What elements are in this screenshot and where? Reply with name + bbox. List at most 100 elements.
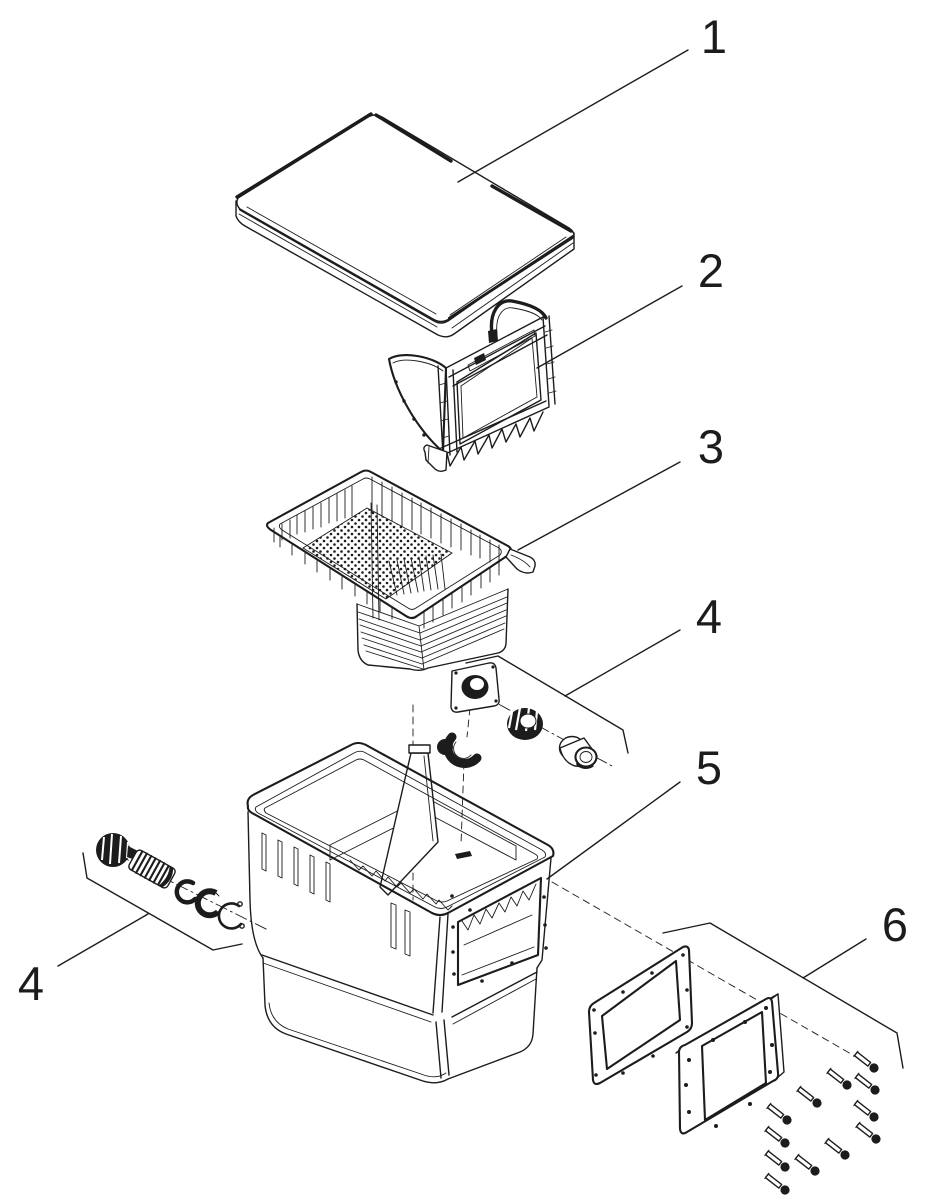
- screw: [794, 1153, 820, 1176]
- weir-teeth: [446, 411, 544, 467]
- weir-upright-ticks: [438, 382, 450, 439]
- body-rim-slot: [455, 851, 472, 859]
- body-rim-line2: [254, 750, 547, 909]
- lid-side-contour: [238, 213, 574, 329]
- fittings-axis: [479, 693, 613, 767]
- leader-5: [546, 781, 681, 880]
- screw: [764, 1172, 790, 1195]
- callout-2: 2: [698, 244, 724, 297]
- body-rim-line3: [263, 758, 539, 903]
- flange-assembly-axis: [460, 707, 471, 846]
- body-standpipe-line: [423, 755, 434, 842]
- basket-slats-back-right: [371, 476, 500, 567]
- part-3-basket: [265, 469, 536, 671]
- flange-bore: [469, 677, 485, 691]
- flange-hole-4: [454, 706, 458, 710]
- callout-3: 3: [698, 420, 724, 473]
- adapter-bore: [579, 751, 593, 763]
- drain-clip: [194, 888, 221, 919]
- nut-ribs: [507, 707, 539, 732]
- lid-side-face: [235, 200, 575, 338]
- callout-4-left: 4: [18, 957, 44, 1010]
- weir-clip: [474, 353, 486, 365]
- callout-5: 5: [696, 741, 722, 794]
- screw: [854, 1072, 880, 1095]
- basket-handle: [505, 548, 536, 574]
- leader-1: [457, 49, 689, 183]
- leader-4-right: [564, 629, 681, 697]
- basket-handle-line: [510, 554, 531, 568]
- leader-2: [536, 285, 683, 369]
- screw: [764, 1125, 790, 1148]
- part-4-skimmer-fittings: [437, 662, 613, 769]
- gasket: [587, 945, 694, 1086]
- gasket-opening: [600, 959, 682, 1071]
- screw: [826, 1067, 852, 1090]
- screw: [855, 1121, 881, 1144]
- basket-funnel-ribs: [357, 596, 508, 670]
- screw-set: [764, 1050, 881, 1195]
- weir-upright: [437, 365, 458, 456]
- bracket-6: [662, 922, 904, 1069]
- lid-edge-inner-right: [449, 236, 567, 316]
- screw: [824, 1137, 850, 1160]
- body-front-corner-edge: [432, 913, 450, 1079]
- basket-slats-back-left: [273, 485, 353, 543]
- callout-6: 6: [882, 898, 908, 951]
- body-wall-slots: [261, 832, 411, 957]
- faceplate-axis: [551, 881, 859, 1059]
- body-lower-tub: [262, 957, 538, 1084]
- basket-partition: [370, 502, 380, 621]
- weir-panel-inner: [460, 337, 538, 439]
- body-window: [456, 876, 543, 987]
- body-seam-front-left-2: [262, 962, 432, 1023]
- body-window-teeth: [461, 883, 537, 931]
- weir-arc: [489, 299, 548, 336]
- body-lower-tub-inner: [268, 1002, 447, 1078]
- body-left-wall-edge: [247, 811, 264, 959]
- drain-snapring-eye2: [239, 923, 245, 929]
- lid-top-right-edge-a: [374, 113, 453, 163]
- flange-hole-3: [494, 699, 498, 703]
- part-5-tank-body: [246, 704, 555, 1084]
- basket-funnel-outline: [356, 588, 509, 671]
- weir-top-bar: [445, 316, 548, 387]
- faceplate-opening: [700, 1010, 768, 1122]
- basket-floor-slats: [388, 553, 446, 596]
- weir-flap-inner: [392, 359, 444, 372]
- drain-snapring-eye1: [237, 901, 243, 907]
- bracket-4-right: [465, 655, 629, 754]
- screw: [796, 1085, 822, 1108]
- weir-panel: [456, 332, 542, 445]
- basket-slats-front-right: [423, 561, 500, 629]
- drain-knob: [96, 833, 130, 867]
- weir-foot: [423, 444, 448, 472]
- bracket-4-left: [82, 852, 243, 951]
- basket-slats-front-left: [279, 536, 393, 620]
- callout-1: 1: [701, 10, 727, 63]
- flange-hole-2: [491, 665, 495, 669]
- leader-3: [517, 461, 681, 551]
- screw: [853, 1050, 879, 1073]
- callout-lines: [57, 49, 904, 1069]
- basket-rim-inner: [278, 477, 502, 610]
- drain-washer: [174, 879, 198, 905]
- callout-4-right: 4: [696, 590, 722, 643]
- weir-arc-foot: [488, 329, 498, 343]
- screw: [766, 1102, 792, 1125]
- drain-snapring: [217, 902, 243, 930]
- leader-6: [802, 938, 867, 979]
- weir-foot-line: [427, 446, 430, 464]
- weir-arc-inner: [496, 307, 543, 335]
- lid-top-face: [236, 114, 575, 323]
- callout-labels: 1 2 3 4 5 6 4: [18, 10, 908, 1010]
- screw: [764, 1149, 790, 1172]
- part-4-drain-fittings: [96, 833, 269, 931]
- weir-flap: [387, 354, 448, 454]
- drain-barb: [128, 849, 176, 889]
- body-seam-front-left: [261, 954, 434, 1016]
- body-seam-right: [451, 971, 538, 1018]
- screw: [853, 1099, 879, 1122]
